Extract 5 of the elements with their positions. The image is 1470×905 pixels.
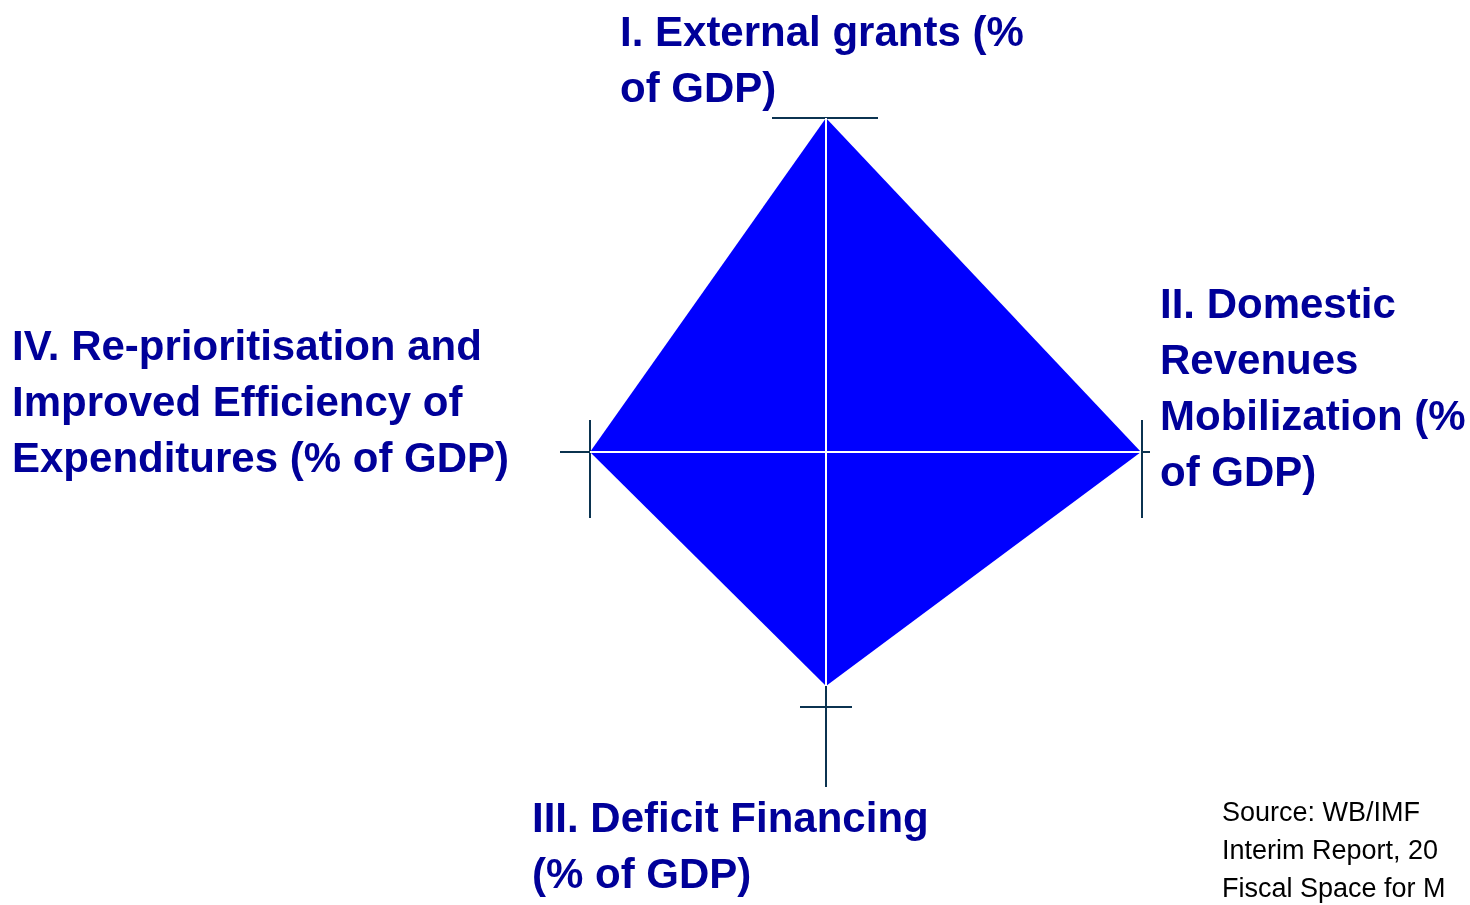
axis-label: III. Deficit Financing (% of GDP) <box>532 793 930 899</box>
source-note: Source: WB/IMF Interim Report, 20 Fiscal Space for M <box>1222 796 1447 905</box>
axis-label: I. External grants (% of GDP) <box>620 7 1025 113</box>
axis-label: II. Domestic Revenues Mobilization (% of GDP) <box>1160 279 1467 497</box>
axis-label: IV. Re-prioritisation and Improved Efficiency of Expenditures (% of GDP) <box>12 321 511 483</box>
